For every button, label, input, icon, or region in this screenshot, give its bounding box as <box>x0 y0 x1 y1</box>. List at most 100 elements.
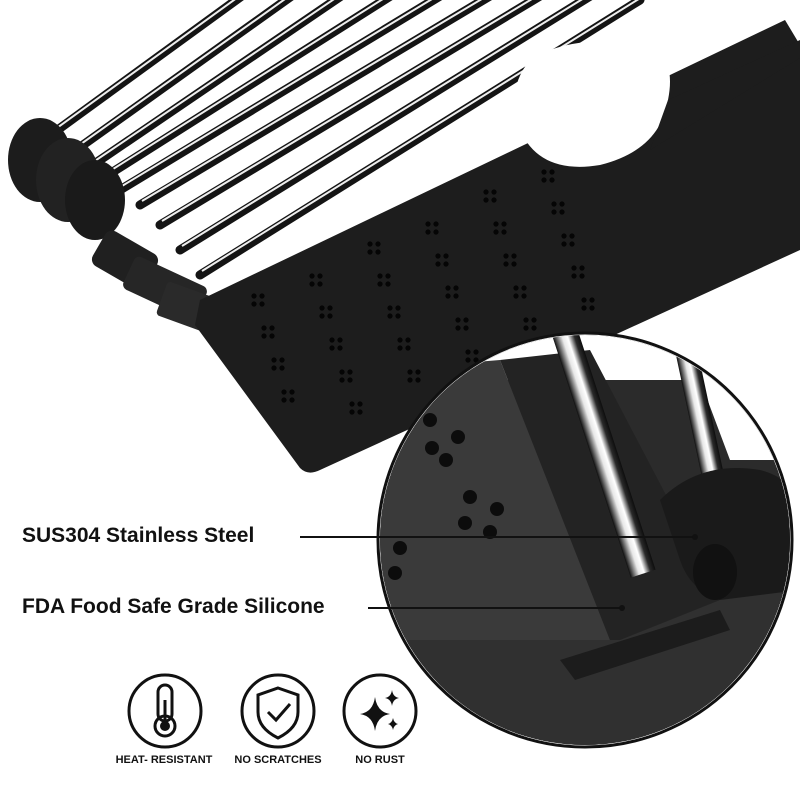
drain-hole <box>445 285 451 291</box>
drain-hole <box>453 285 459 291</box>
drain-hole <box>455 325 461 331</box>
drain-hole <box>281 397 287 403</box>
drain-hole <box>453 293 459 299</box>
drain-hole <box>501 221 507 227</box>
drain-hole <box>513 293 519 299</box>
drain-hole <box>571 265 577 271</box>
silicone-callout-label: FDA Food Safe Grade Silicone <box>22 595 325 618</box>
drain-hole <box>579 265 585 271</box>
drain-hole <box>395 313 401 319</box>
drain-hole <box>319 313 325 319</box>
drain-hole <box>551 201 557 207</box>
drain-hole <box>463 317 469 323</box>
drain-hole <box>455 317 461 323</box>
drain-hole <box>405 337 411 343</box>
drain-hole <box>347 377 353 383</box>
drain-hole <box>395 305 401 311</box>
drain-hole <box>309 273 315 279</box>
drain-hole <box>465 357 471 363</box>
drain-hole <box>521 285 527 291</box>
drain-hole <box>357 401 363 407</box>
drain-hole <box>289 389 295 395</box>
drain-hole <box>465 349 471 355</box>
drain-hole <box>435 253 441 259</box>
drain-hole <box>473 357 479 363</box>
drain-hole <box>327 305 333 311</box>
drain-hole <box>483 197 489 203</box>
drain-hole <box>483 189 489 195</box>
drain-hole <box>347 369 353 375</box>
drain-hole <box>433 229 439 235</box>
drain-hole <box>521 293 527 299</box>
drain-hole <box>281 389 287 395</box>
drain-hole <box>523 325 529 331</box>
drain-hole <box>397 337 403 343</box>
drain-hole <box>473 349 479 355</box>
drain-hole <box>387 305 393 311</box>
drain-hole <box>559 201 565 207</box>
drain-hole <box>443 253 449 259</box>
drain-hole <box>415 369 421 375</box>
drain-hole <box>559 209 565 215</box>
steel-rods <box>25 0 645 280</box>
drain-hole <box>493 229 499 235</box>
drain-hole <box>513 285 519 291</box>
drain-hole <box>589 297 595 303</box>
drain-hole <box>503 253 509 259</box>
drain-hole <box>261 325 267 331</box>
drain-hole <box>549 177 555 183</box>
drain-hole <box>405 345 411 351</box>
drain-hole <box>385 273 391 279</box>
drain-hole <box>251 293 257 299</box>
drain-hole <box>339 369 345 375</box>
drain-hole <box>425 229 431 235</box>
drain-hole <box>375 249 381 255</box>
drain-hole <box>541 169 547 175</box>
drain-hole <box>271 365 277 371</box>
drain-hole <box>435 261 441 267</box>
drain-hole <box>367 249 373 255</box>
shield-check-icon <box>240 673 316 749</box>
drain-hole <box>269 325 275 331</box>
callout-lines <box>300 534 698 611</box>
drain-hole <box>501 229 507 235</box>
drain-hole <box>561 241 567 247</box>
drain-hole <box>561 233 567 239</box>
drain-hole <box>259 293 265 299</box>
drain-hole <box>317 273 323 279</box>
drain-hole <box>433 221 439 227</box>
drain-hole <box>549 169 555 175</box>
drain-hole <box>511 261 517 267</box>
drain-hole <box>289 397 295 403</box>
drain-hole <box>581 305 587 311</box>
drain-hole <box>357 409 363 415</box>
drain-hole <box>569 241 575 247</box>
drain-hole <box>251 301 257 307</box>
drain-hole <box>271 357 277 363</box>
drain-hole <box>385 281 391 287</box>
drain-hole <box>367 241 373 247</box>
drain-hole <box>309 281 315 287</box>
drain-hole <box>531 325 537 331</box>
drain-hole <box>269 333 275 339</box>
drainage-holes <box>251 169 595 415</box>
drain-hole <box>339 377 345 383</box>
drain-hole <box>349 401 355 407</box>
drain-hole <box>337 345 343 351</box>
drain-hole <box>493 221 499 227</box>
drain-hole <box>327 313 333 319</box>
feature-label-no-scratches: NO SCRATCHES <box>234 754 322 766</box>
drain-hole <box>531 317 537 323</box>
drain-hole <box>377 273 383 279</box>
drain-hole <box>375 241 381 247</box>
drain-hole <box>407 377 413 383</box>
drain-hole <box>445 293 451 299</box>
drain-hole <box>337 337 343 343</box>
drain-hole <box>511 253 517 259</box>
drain-hole <box>443 261 449 267</box>
drain-hole <box>329 337 335 343</box>
drain-hole <box>319 305 325 311</box>
drying-rack-image <box>8 0 800 473</box>
drain-hole <box>463 325 469 331</box>
